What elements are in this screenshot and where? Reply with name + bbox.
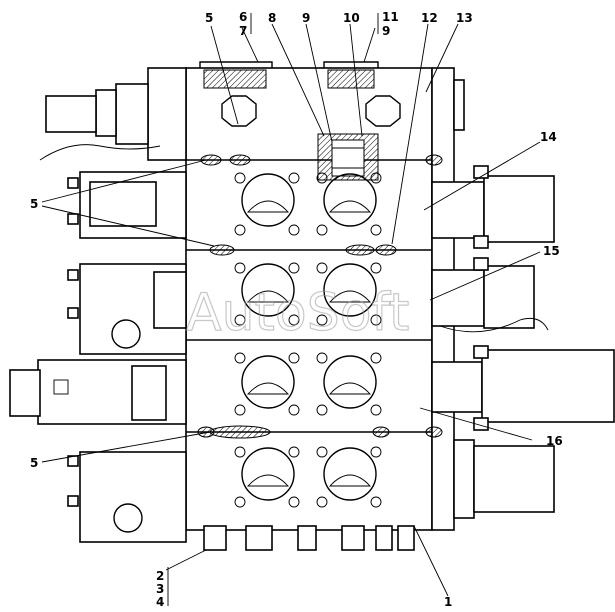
watermark: AutoSoft: [186, 283, 409, 343]
callout-7: 7: [239, 24, 247, 38]
bolt-holes: [234, 172, 382, 508]
bottom-fittings: [203, 525, 415, 551]
callout-5-left: 5: [30, 197, 38, 211]
callout-12: 12: [421, 11, 438, 25]
callout-9: 9: [302, 11, 310, 25]
callout-8: 8: [268, 11, 276, 25]
callout-1: 1: [444, 595, 452, 609]
plunger-section: [317, 133, 379, 181]
callout-4: 4: [156, 595, 164, 609]
callout-13: 13: [456, 11, 473, 25]
leader-lines: [41, 13, 541, 606]
callout-15: 15: [543, 244, 560, 258]
callout-9-sub: 9: [382, 24, 390, 38]
callout-11: 11: [382, 10, 399, 24]
valve-body: [185, 67, 455, 531]
callout-16: 16: [546, 434, 563, 448]
right-side-assembly: [431, 79, 615, 519]
callout-5-bottom: 5: [30, 456, 38, 470]
callout-10: 10: [343, 11, 360, 25]
callout-6: 6: [239, 10, 247, 24]
left-side-assembly: [9, 67, 187, 543]
callout-14: 14: [540, 130, 557, 144]
spool-bores: [241, 173, 377, 501]
callout-5-top: 5: [205, 11, 213, 25]
callout-2: 2: [156, 569, 164, 583]
top-ports: [199, 61, 401, 127]
callout-3: 3: [156, 582, 164, 596]
